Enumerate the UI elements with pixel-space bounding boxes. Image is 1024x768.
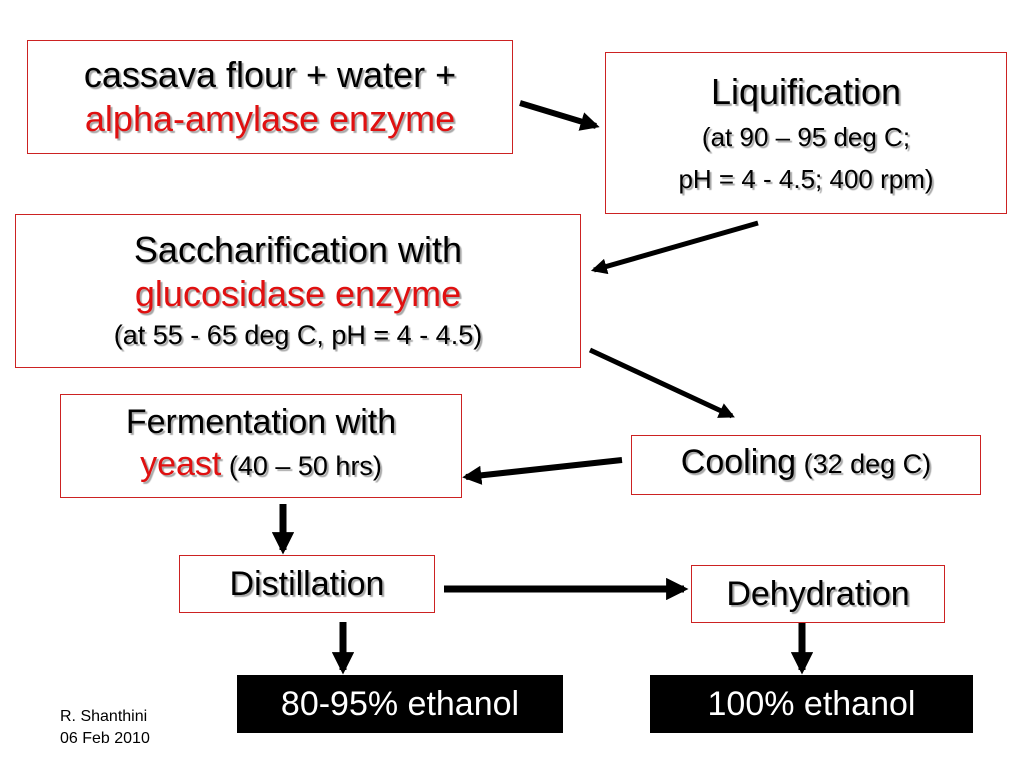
liquification-box: Liquification (at 90 – 95 deg C; pH = 4 … — [605, 52, 1007, 214]
mix-line-1: cassava flour + water + — [83, 54, 457, 95]
fermentation-box: Fermentation with yeast (40 – 50 hrs) — [60, 394, 462, 498]
cooling-line: Cooling (32 deg C) — [681, 442, 931, 489]
distillation-title: Distillation — [229, 565, 385, 603]
cooling-box: Cooling (32 deg C) — [631, 435, 981, 495]
arrow-mix-to-liquification — [519, 100, 600, 131]
arrow-cooling-to-fermentation — [462, 457, 623, 485]
mix-enzyme: alpha-amylase enzyme — [84, 98, 456, 139]
output-80-95-ethanol: 80-95% ethanol — [237, 675, 563, 733]
saccharification-box: Saccharification with glucosidase enzyme… — [15, 214, 581, 368]
dehydration-title: Dehydration — [726, 575, 910, 613]
author-credit: R. Shanthini 06 Feb 2010 — [60, 706, 150, 750]
saccharification-line-1: Saccharification with — [133, 229, 463, 270]
author-name: R. Shanthini — [60, 708, 148, 725]
distillation-box: Distillation — [179, 555, 435, 613]
liquification-condition-1: (at 90 – 95 deg C; — [701, 122, 911, 152]
fermentation-line-1: Fermentation with — [125, 402, 397, 441]
fermentation-condition: (40 – 50 hrs) — [221, 450, 382, 481]
liquification-title: Liquification — [710, 71, 902, 112]
saccharification-condition: (at 55 - 65 deg C, pH = 4 - 4.5) — [113, 320, 483, 350]
cooling-title: Cooling — [680, 442, 797, 481]
saccharification-enzyme: glucosidase enzyme — [134, 273, 462, 314]
output-100-ethanol: 100% ethanol — [650, 675, 973, 733]
dehydration-box: Dehydration — [691, 565, 945, 623]
cooling-condition: (32 deg C) — [796, 448, 932, 479]
author-date: 06 Feb 2010 — [60, 730, 150, 747]
arrow-liquification-to-saccharification — [590, 220, 759, 275]
fermentation-line-2: yeast (40 – 50 hrs) — [140, 443, 382, 492]
arrow-saccharification-to-cooling — [588, 347, 735, 419]
fermentation-agent: yeast — [140, 444, 222, 483]
liquification-condition-2: pH = 4 - 4.5; 400 rpm) — [678, 164, 934, 194]
mix-box: cassava flour + water + alpha-amylase en… — [27, 40, 513, 154]
